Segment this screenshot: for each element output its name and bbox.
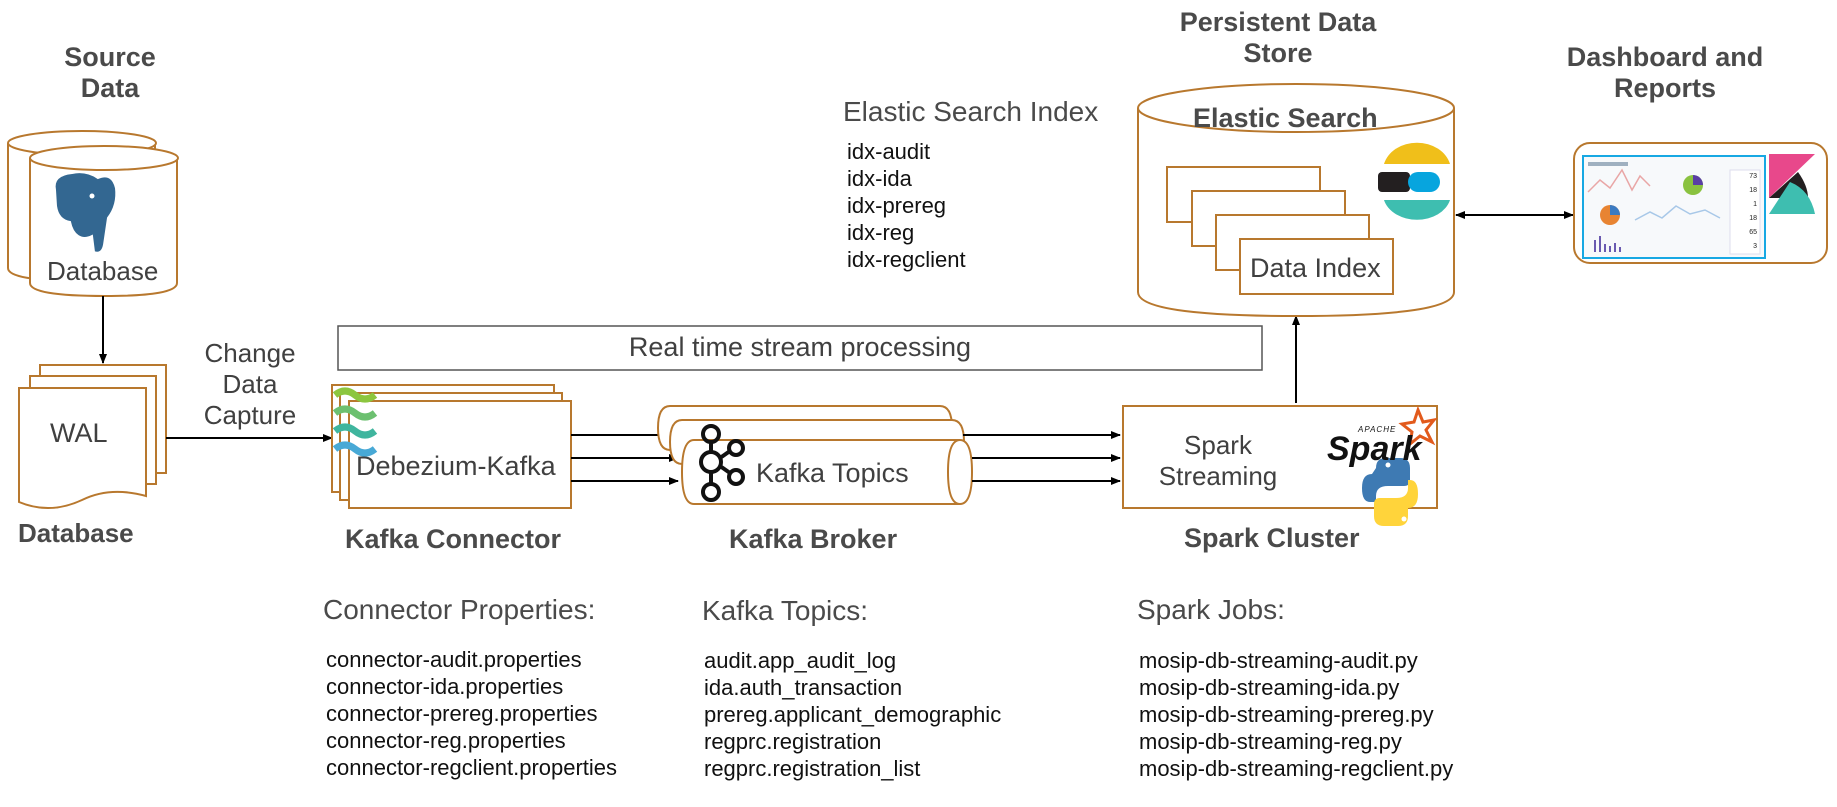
elastic-search-label: Elastic Search xyxy=(1193,103,1378,133)
persistent-data-store-title: Persistent Data Store xyxy=(1179,7,1377,68)
es-index-heading: Elastic Search Index xyxy=(843,96,1099,127)
list-item: idx-ida xyxy=(847,166,912,191)
list-item: connector-audit.properties xyxy=(326,647,582,672)
list-item: connector-reg.properties xyxy=(326,728,566,753)
list-item: idx-prereg xyxy=(847,193,947,218)
list-item: mosip-db-streaming-reg.py xyxy=(1139,729,1402,754)
connector-properties-list: connector-audit.properties connector-ida… xyxy=(326,646,617,781)
data-index-stack xyxy=(1166,166,1394,295)
kafka-topics-list: audit.app_audit_log ida.auth_transaction… xyxy=(704,647,1001,782)
dashboard-metric: 65 xyxy=(1749,229,1757,236)
list-item: mosip-db-streaming-audit.py xyxy=(1139,648,1418,673)
debezium-logo-icon xyxy=(332,387,378,457)
stream-processing-label: Real time stream processing xyxy=(628,332,972,362)
kafka-logo-icon xyxy=(699,424,745,502)
source-database-label: Database xyxy=(47,256,159,286)
elasticsearch-logo-icon xyxy=(1378,142,1450,220)
kafka-topics-heading: Kafka Topics: xyxy=(702,595,869,626)
list-item: ida.auth_transaction xyxy=(704,675,903,700)
list-item: mosip-db-streaming-regclient.py xyxy=(1139,756,1454,781)
kibana-logo-icon xyxy=(1769,154,1815,214)
data-index-label: Data Index xyxy=(1250,253,1381,283)
list-item: connector-ida.properties xyxy=(326,674,564,699)
kafka-topic-tubes xyxy=(656,405,974,505)
list-item: idx-regclient xyxy=(847,247,966,272)
spark-jobs-list: mosip-db-streaming-audit.py mosip-db-str… xyxy=(1139,647,1453,782)
stream-processing-banner xyxy=(337,325,1263,371)
connector-properties-heading: Connector Properties: xyxy=(323,594,596,625)
dashboard-title: Dashboard and Reports xyxy=(1566,42,1764,103)
list-item: connector-regclient.properties xyxy=(326,755,618,780)
source-data-title: Source Data xyxy=(64,42,156,103)
dashboard-metric-column: 73 18 1 18 65 3 xyxy=(1735,170,1757,254)
es-index-list: idx-audit idx-ida idx-prereg idx-reg idx… xyxy=(847,138,966,273)
dashboard-screenshot xyxy=(1582,155,1766,259)
list-item: idx-audit xyxy=(847,139,931,164)
spark-cluster-title: Spark Cluster xyxy=(1184,523,1360,553)
dashboard-metric: 3 xyxy=(1753,243,1757,250)
python-logo-icon xyxy=(1362,458,1418,526)
broker-to-spark-arrows xyxy=(963,431,1121,485)
apache-spark-logo-small: APACHE xyxy=(1358,425,1397,434)
wal-label: WAL xyxy=(50,418,108,448)
connector-stacked-boxes xyxy=(331,384,572,509)
spark-star-icon xyxy=(1398,405,1438,448)
connector-title: Kafka Connector xyxy=(345,524,562,554)
spark-jobs-heading: Spark Jobs: xyxy=(1137,594,1285,625)
change-data-capture-label: Change Data Capture xyxy=(203,338,297,430)
dashboard-metric: 73 xyxy=(1749,173,1757,180)
connector-box-label: Debezium-Kafka xyxy=(356,451,556,481)
wal-database-caption: Database xyxy=(18,518,134,548)
list-item: mosip-db-streaming-prereg.py xyxy=(1139,702,1434,727)
dashboard-metric: 18 xyxy=(1749,187,1757,194)
wal-document-stack xyxy=(18,364,167,510)
list-item: audit.app_audit_log xyxy=(704,648,897,673)
apache-spark-logo-text: Spark xyxy=(1327,430,1422,468)
list-item: connector-prereg.properties xyxy=(326,701,598,726)
postgresql-elephant-icon xyxy=(53,171,118,254)
broker-title: Kafka Broker xyxy=(729,524,898,554)
kafka-topics-box-label: Kafka Topics xyxy=(756,458,909,488)
spark-streaming-label: Spark Streaming xyxy=(1158,430,1278,491)
list-item: regprc.registration_list xyxy=(704,756,921,781)
list-item: prereg.applicant_demographic xyxy=(704,702,1002,727)
dashboard-metric: 1 xyxy=(1753,201,1757,208)
list-item: regprc.registration xyxy=(704,729,882,754)
dashboard-metric: 18 xyxy=(1749,215,1757,222)
list-item: idx-reg xyxy=(847,220,915,245)
list-item: mosip-db-streaming-ida.py xyxy=(1139,675,1400,700)
spark-streaming-box xyxy=(1122,405,1438,509)
